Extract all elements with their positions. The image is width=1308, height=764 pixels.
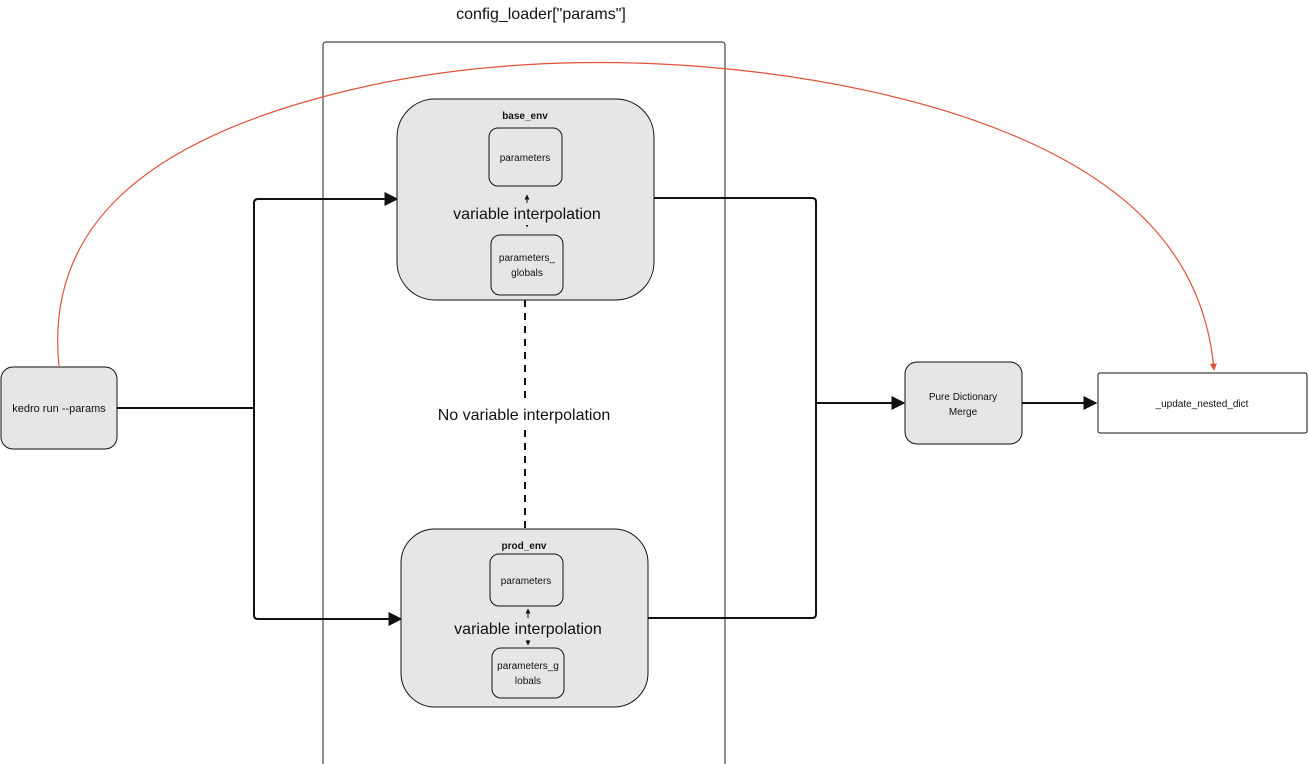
update-nested-dict-node xyxy=(1097,372,1308,434)
override-arrow xyxy=(57,61,1218,371)
base-env-parameters-label: parameters xyxy=(500,153,551,164)
base-env-to-merge-connector xyxy=(654,197,817,403)
connector-to-prod-env xyxy=(253,408,403,626)
kedro-run-params-label: kedro run --params xyxy=(12,403,106,415)
base-env-globals-label-line2: globals xyxy=(511,268,543,279)
prod-env-interpolation-label: variable interpolation xyxy=(454,621,602,638)
update-nested-dict-label: _update_nested_dict xyxy=(1155,399,1249,410)
base-env-title: base_env xyxy=(502,111,548,122)
config-loader-container xyxy=(322,41,726,764)
kedro-run-params-node xyxy=(0,366,118,450)
prod-env-globals-label-line2: lobals xyxy=(515,676,541,687)
no-interpolation-label: No variable interpolation xyxy=(438,407,611,424)
merge-node-label-line2: Merge xyxy=(949,407,978,418)
base-env-parameters-node xyxy=(488,127,563,187)
base-env-globals-label-line1: parameters_ xyxy=(499,253,556,264)
connector-to-base-env xyxy=(253,192,399,408)
prod-env-globals-label-line1: parameters_g xyxy=(497,661,559,672)
prod-env-parameters-label: parameters xyxy=(501,576,552,587)
base-env-interpolation-label: variable interpolation xyxy=(453,206,601,223)
prod-env-to-merge-connector xyxy=(648,403,817,619)
diagram-title: config_loader["params"] xyxy=(456,6,626,23)
prod-env-title: prod_env xyxy=(501,541,546,552)
merge-node-label-line1: Pure Dictionary xyxy=(929,392,997,403)
pure-dictionary-merge-node xyxy=(904,361,1023,445)
prod-env-parameters-node xyxy=(489,553,564,607)
prod-env-globals-node xyxy=(491,647,565,699)
base-env-globals-node xyxy=(490,234,564,296)
